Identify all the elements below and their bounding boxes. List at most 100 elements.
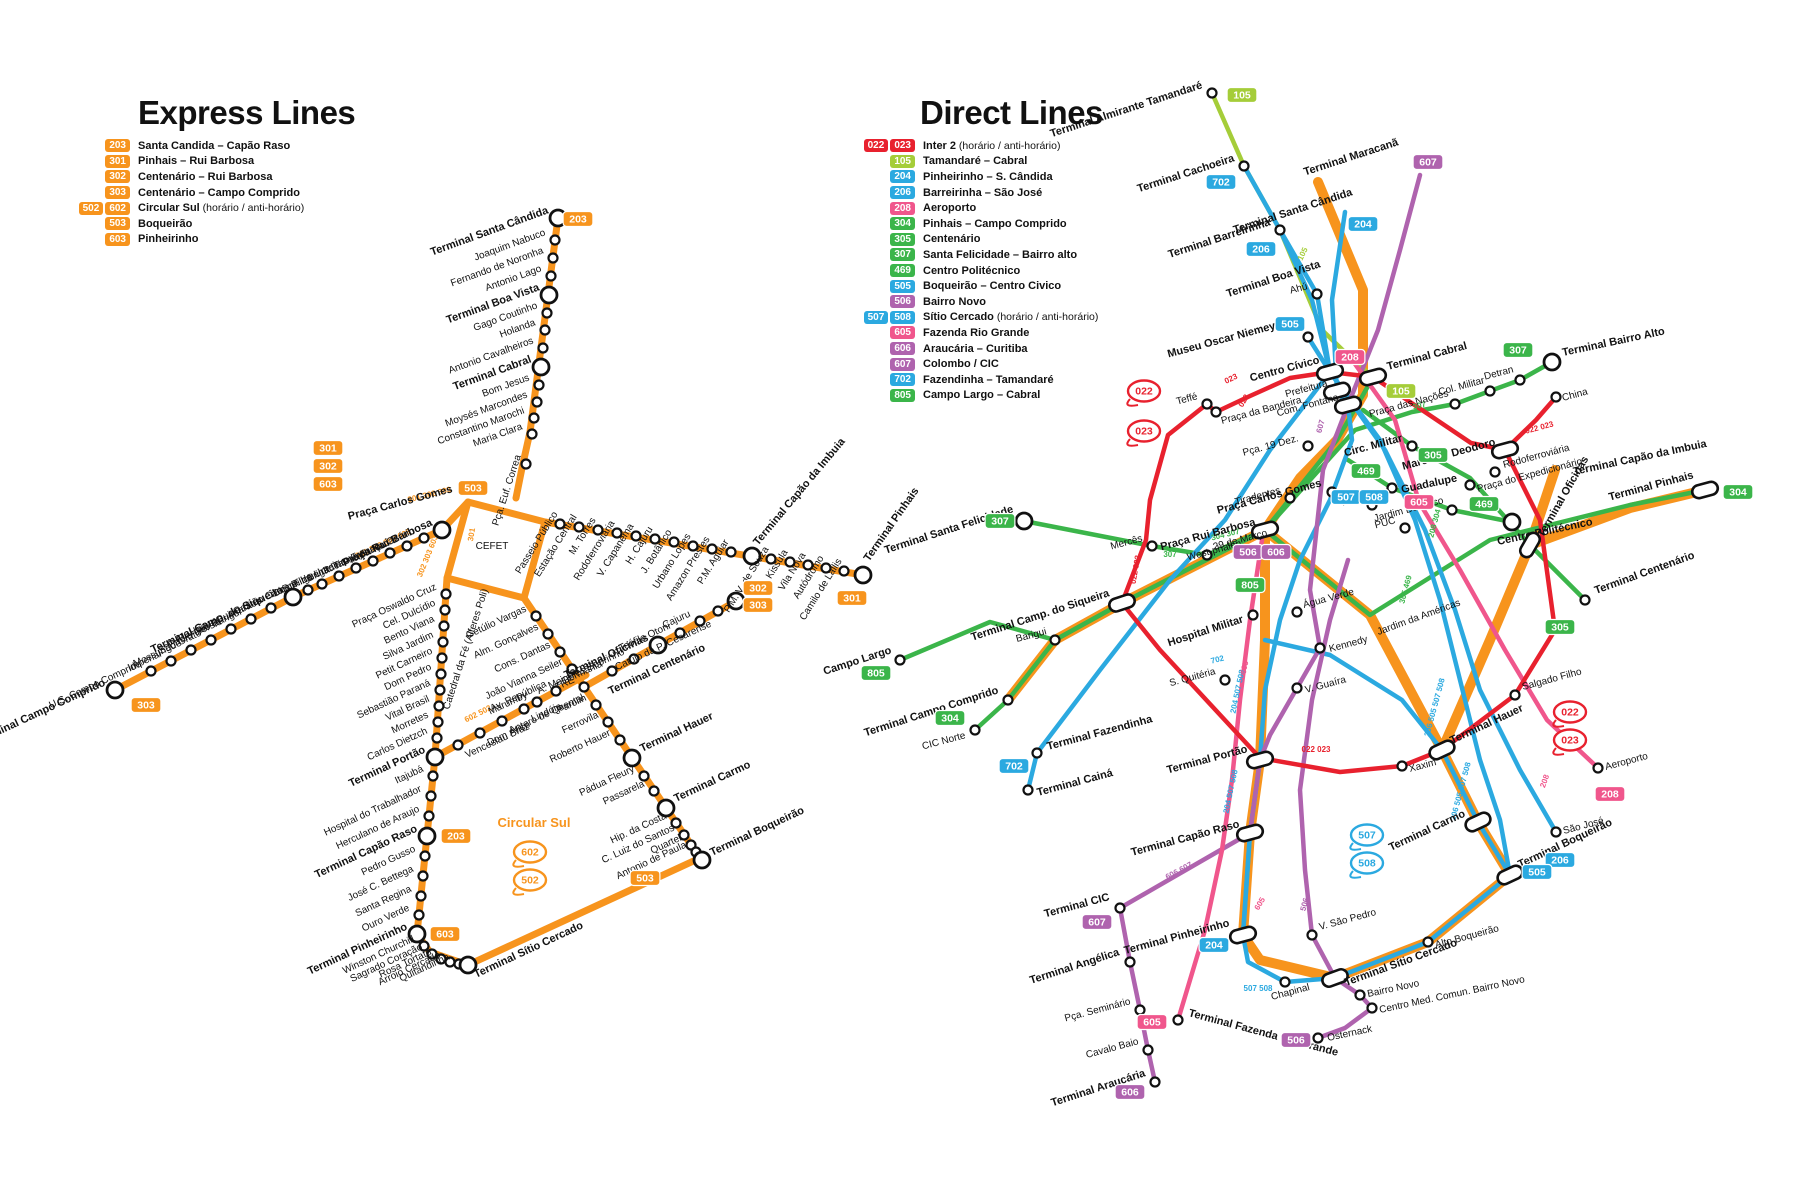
terminal-station-dot xyxy=(407,924,427,944)
station-dot xyxy=(1302,331,1314,343)
legend-badges: 203 xyxy=(56,139,130,153)
station-dot xyxy=(415,890,427,902)
route-bubble-label: 602 xyxy=(521,847,539,859)
station-dot xyxy=(694,615,706,627)
station-dot xyxy=(712,605,724,617)
route-line xyxy=(1238,525,1515,983)
legend-label: Inter 2 (horário / anti-horário) xyxy=(923,139,1061,152)
station-label: Terminal Cabral xyxy=(1386,340,1469,373)
legend-badges: 505 xyxy=(743,279,915,293)
route-number-line-label: 605 xyxy=(1253,895,1268,912)
station-dot xyxy=(539,324,551,336)
station-dot xyxy=(333,570,345,582)
station-dot xyxy=(1302,440,1314,452)
station-dot xyxy=(530,610,542,622)
route-badge xyxy=(1417,446,1449,464)
station-dot xyxy=(1114,902,1126,914)
legend-route-badge: 303 xyxy=(105,186,130,200)
station-label: Terminal Centenário xyxy=(1593,549,1697,596)
station-dot xyxy=(418,532,430,544)
legend-label: Boqueirão xyxy=(138,217,193,230)
terminal-station-pill xyxy=(1428,739,1456,761)
route-badge xyxy=(1358,488,1390,506)
station-dot xyxy=(765,553,777,565)
route-badge-label: 203 xyxy=(447,831,465,843)
station-dot xyxy=(518,703,530,715)
legend-route-badge: 805 xyxy=(890,388,915,402)
route-badge-label: 302 xyxy=(319,461,337,473)
route-badge xyxy=(998,757,1030,775)
station-dot xyxy=(165,655,177,667)
legend-route-badge: 507 xyxy=(863,310,889,324)
legend-badges: 105 xyxy=(743,154,915,168)
route-badge xyxy=(429,925,461,943)
legend-route-badge: 508 xyxy=(890,310,915,324)
legend-label: Santa Felicidade – Bairro alto xyxy=(923,248,1078,261)
station-label: Roberto Hauer xyxy=(548,727,613,765)
direct-title: Direct Lines xyxy=(920,94,1103,132)
station-dot xyxy=(1550,391,1562,403)
route-badge xyxy=(742,596,774,614)
station-label: Teffé xyxy=(1175,391,1199,407)
legend-note: (horário / anti-horário) xyxy=(199,202,305,215)
route-badge xyxy=(1350,462,1382,480)
legend-badges: 208 xyxy=(743,201,915,215)
station-dot xyxy=(384,547,396,559)
route-badge-label: 507 xyxy=(1337,492,1355,504)
route-bubble-tail xyxy=(1126,398,1139,407)
terminal-station-pill xyxy=(1322,381,1352,401)
station-dot xyxy=(413,909,425,921)
station-dot xyxy=(433,700,445,712)
route-number-line-label: 301 xyxy=(466,527,477,542)
route-number-line-label: 702 xyxy=(1210,653,1226,665)
legend-route-badge: 023 xyxy=(890,139,915,153)
terminal-station-pill xyxy=(1518,531,1542,559)
station-label: Terminal Campo Comprido xyxy=(0,677,108,747)
route-bubble xyxy=(1552,728,1588,752)
route-line xyxy=(111,498,472,694)
route-badge-label: 506 xyxy=(1239,547,1257,559)
route-badge-label: 305 xyxy=(1424,450,1442,462)
terminal-station-dot xyxy=(1542,352,1562,372)
route-number-line-label: 606 607 xyxy=(1164,860,1194,882)
terminal-station-dot xyxy=(458,955,478,975)
route-badge-label: 702 xyxy=(1005,761,1023,773)
legend-badges: 204 xyxy=(743,170,915,184)
station-dot xyxy=(418,940,430,952)
station-label: Museu Oscar Niemeyer xyxy=(1166,317,1287,360)
route-badge-label: 508 xyxy=(1365,492,1383,504)
route-badge xyxy=(1234,576,1266,594)
station-dot xyxy=(205,634,217,646)
station-dot xyxy=(1149,1076,1161,1088)
route-badge-label: 304 xyxy=(941,713,959,725)
route-number-line-label: 023 xyxy=(1223,372,1239,386)
station-dot xyxy=(578,681,590,693)
station-dot xyxy=(1464,479,1476,491)
station-dot xyxy=(606,665,618,677)
legend-route-badge: 503 xyxy=(105,217,130,231)
station-dot xyxy=(1550,826,1562,838)
route-badge-label: 206 xyxy=(1252,244,1270,256)
legend-route-badge: 607 xyxy=(890,357,915,371)
terminal-station-dot xyxy=(283,587,303,607)
route-badge-label: 307 xyxy=(991,516,1009,528)
route-badge-label: 603 xyxy=(436,929,454,941)
legend-label: Sítio Cercado (horário / anti-horário) xyxy=(923,311,1099,324)
station-label: Terminal Angélica xyxy=(1028,946,1121,987)
route-badge xyxy=(1468,495,1500,513)
route-badge-label: 805 xyxy=(867,668,885,680)
terminal-station-pill xyxy=(1108,593,1136,613)
legend-badges: 302 xyxy=(56,170,130,184)
station-dot xyxy=(531,696,543,708)
station-dot xyxy=(554,646,566,658)
terminal-station-dot xyxy=(656,798,676,818)
route-number-line-label: 204 507 508 xyxy=(1222,768,1240,814)
legend-note: (horário / anti-horário) xyxy=(956,139,1061,152)
station-label: Terminal Capão da Imbuia xyxy=(751,435,848,548)
